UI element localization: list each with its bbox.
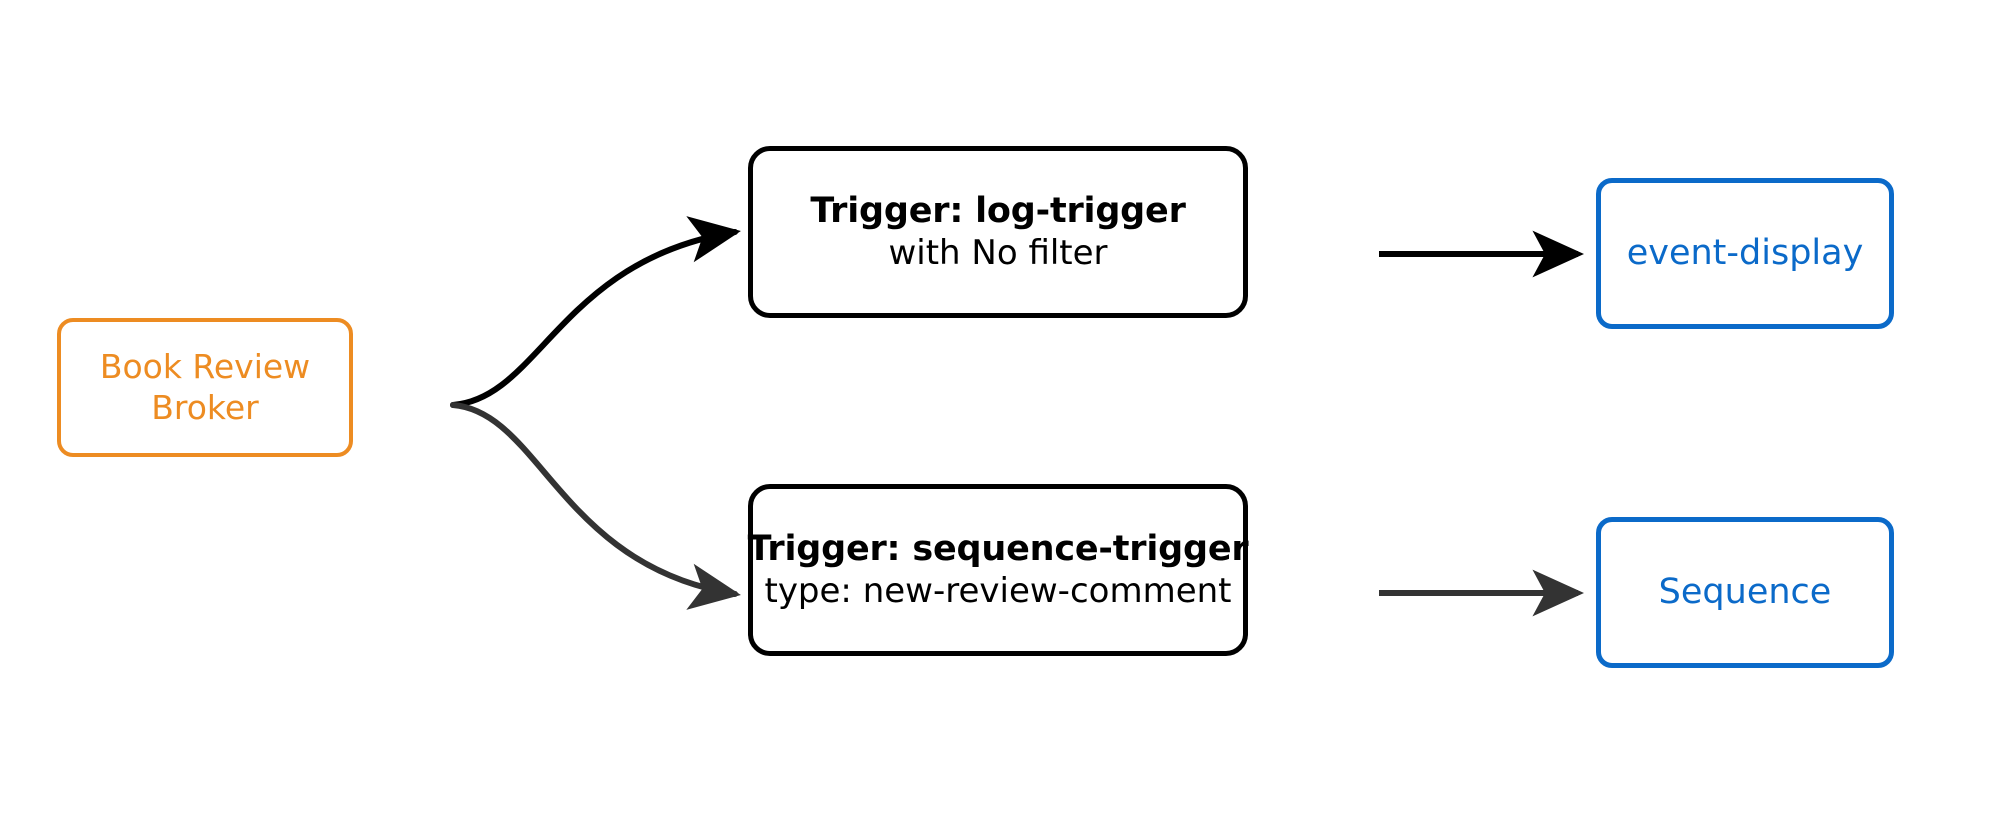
- trigger-sequence-subtitle: type: new-review-comment: [764, 570, 1232, 611]
- node-trigger-sequence-trigger[interactable]: Trigger: sequence-trigger type: new-revi…: [747, 484, 1249, 656]
- edge-broker-to-sequence-trigger: [450, 402, 741, 610]
- node-event-display[interactable]: event-display: [1596, 178, 1894, 329]
- trigger-log-title: Trigger: log-trigger: [810, 190, 1186, 231]
- event-display-label: event-display: [1626, 233, 1864, 274]
- trigger-sequence-title: Trigger: sequence-trigger: [747, 528, 1249, 569]
- edge-broker-to-log-trigger: [450, 216, 741, 408]
- node-sequence[interactable]: Sequence: [1596, 517, 1894, 668]
- sequence-label: Sequence: [1658, 572, 1832, 613]
- broker-label-line-2: Broker: [151, 387, 259, 427]
- trigger-log-subtitle: with No filter: [888, 232, 1108, 273]
- node-book-review-broker[interactable]: Book Review Broker: [57, 318, 353, 457]
- broker-label-line-1: Book Review: [99, 347, 311, 387]
- node-trigger-log-trigger[interactable]: Trigger: log-trigger with No filter: [748, 146, 1248, 318]
